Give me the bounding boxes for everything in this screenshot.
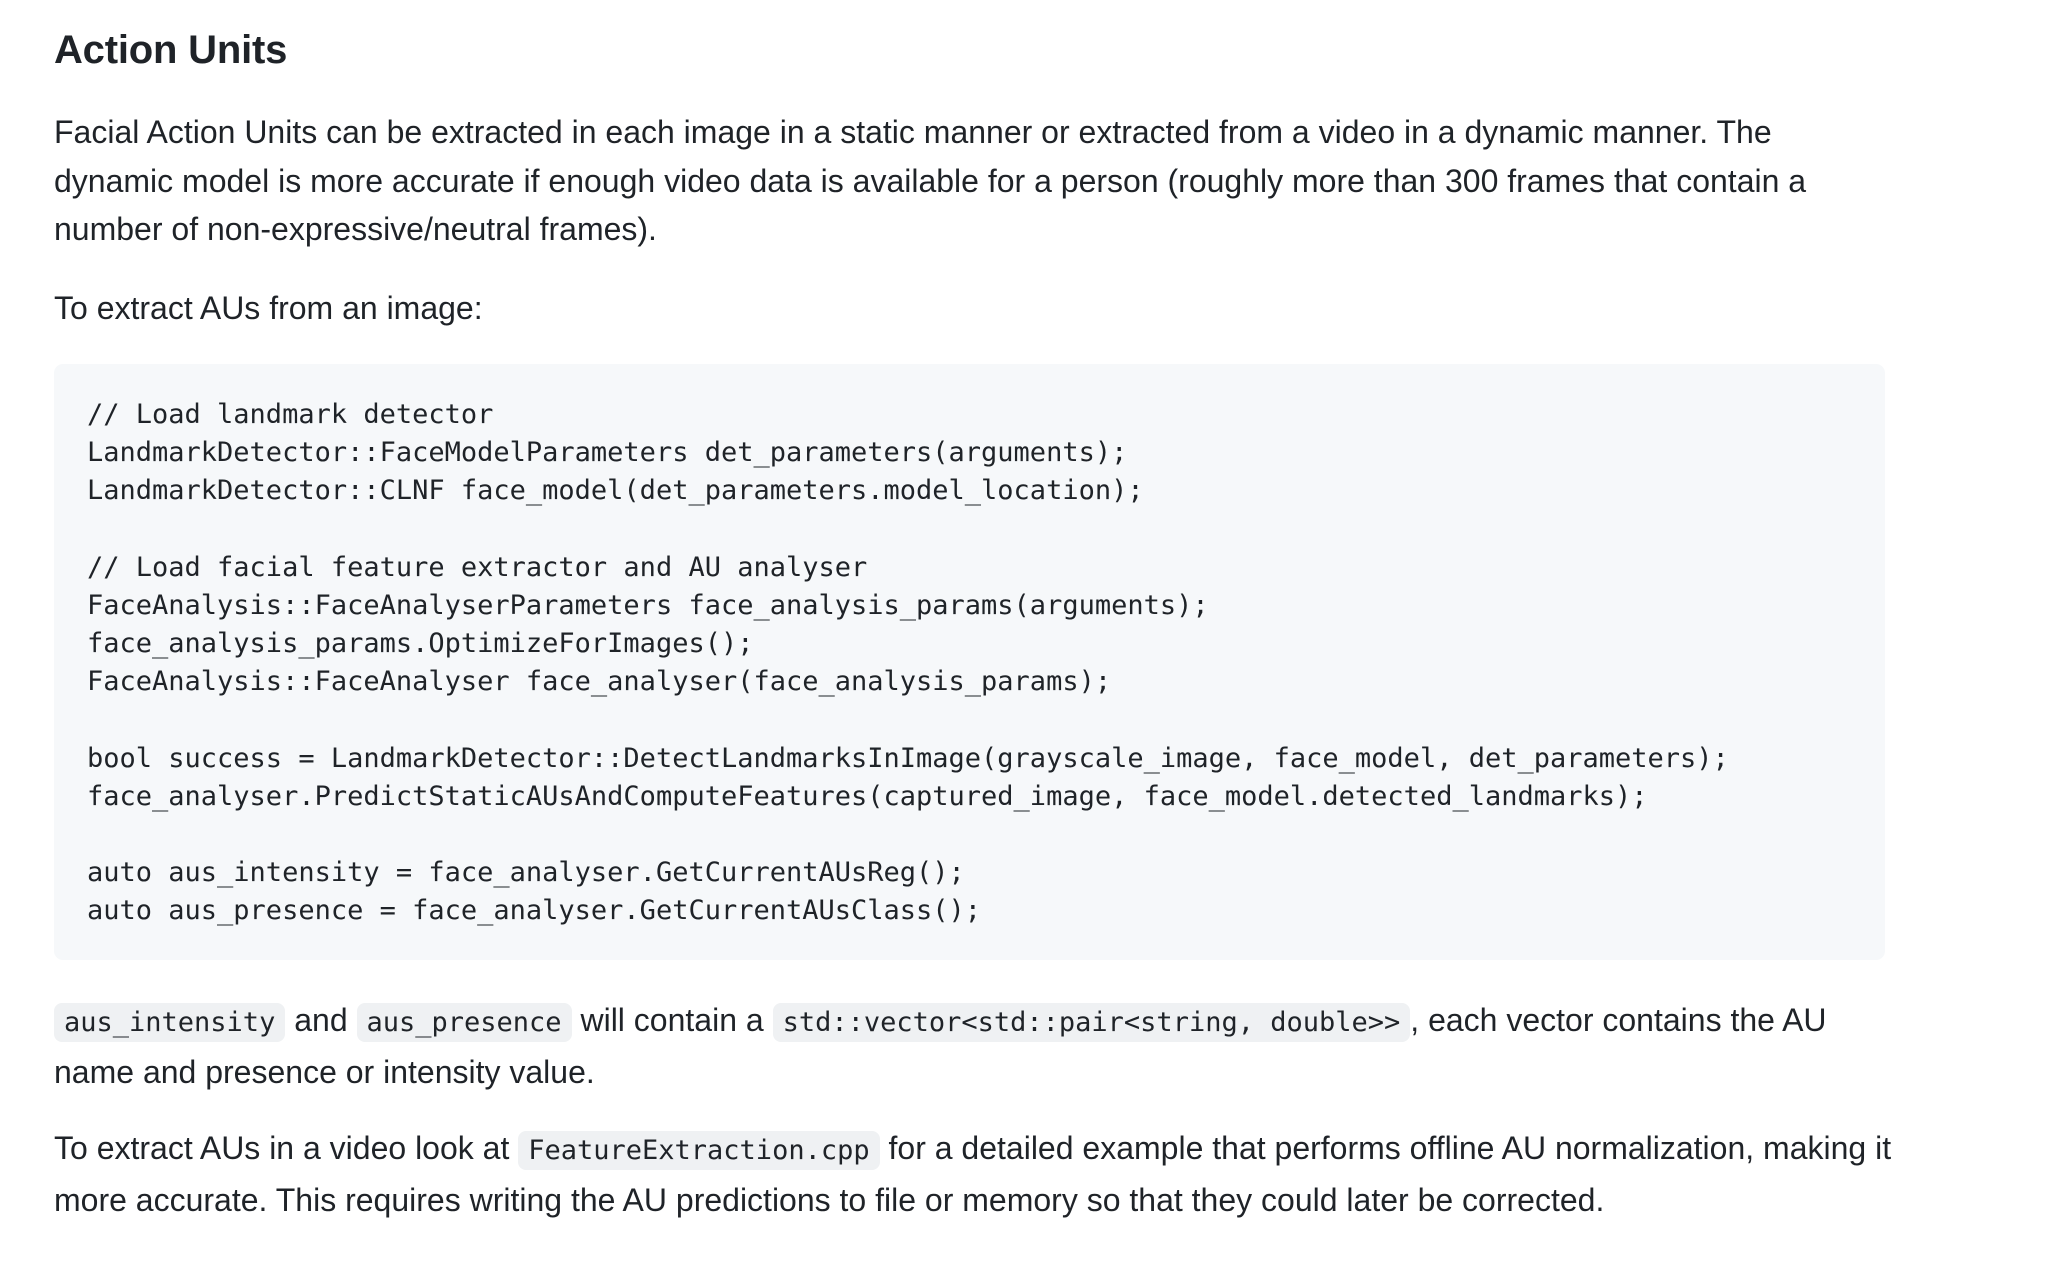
code-block: // Load landmark detector LandmarkDetect… bbox=[54, 364, 1885, 960]
code-line: FaceAnalysis::FaceAnalyser face_analyser… bbox=[87, 666, 1112, 698]
paragraph-text: will contain a bbox=[571, 1002, 773, 1038]
output-description-paragraph: aus_intensity and aus_presence will cont… bbox=[54, 996, 1894, 1096]
code-line: auto aus_intensity = face_analyser.GetCu… bbox=[87, 857, 965, 889]
code-line: FaceAnalysis::FaceAnalyserParameters fac… bbox=[87, 589, 1209, 621]
image-instructions-paragraph: To extract AUs from an image: bbox=[54, 290, 483, 326]
video-instructions-paragraph: To extract AUs in a video look at Featur… bbox=[54, 1124, 1894, 1224]
code-line: face_analysis_params.OptimizeForImages()… bbox=[87, 628, 754, 660]
paragraph-text: , each vector contains the AU name and p… bbox=[54, 1002, 1827, 1090]
code-line: LandmarkDetector::CLNF face_model(det_pa… bbox=[87, 475, 1144, 507]
paragraph-text: To extract AUs in a video look at bbox=[54, 1130, 519, 1166]
inline-code-vector-type: std::vector<std::pair<string, double>> bbox=[772, 1003, 1411, 1042]
code-line bbox=[87, 816, 1853, 854]
code-line bbox=[87, 511, 1853, 549]
inline-code-aus-presence: aus_presence bbox=[356, 1003, 572, 1042]
inline-code-feature-extraction-file: FeatureExtraction.cpp bbox=[518, 1131, 880, 1170]
code-line: // Load landmark detector bbox=[87, 399, 494, 430]
paragraph-text: for a detailed example that performs off… bbox=[54, 1130, 1892, 1218]
intro-paragraph: Facial Action Units can be extracted in … bbox=[54, 114, 1807, 247]
code-line: bool success = LandmarkDetector::DetectL… bbox=[87, 742, 1729, 774]
code-line: auto aus_presence = face_analyser.GetCur… bbox=[87, 895, 982, 927]
inline-code-aus-intensity: aus_intensity bbox=[54, 1003, 286, 1042]
code-line bbox=[87, 702, 1853, 740]
paragraph-text: and bbox=[285, 1002, 357, 1038]
code-line: // Load facial feature extractor and AU … bbox=[87, 551, 868, 583]
code-line: face_analyser.PredictStaticAUsAndCompute… bbox=[87, 780, 1648, 812]
code-line: LandmarkDetector::FaceModelParameters de… bbox=[87, 437, 1128, 469]
section-heading: Action Units bbox=[54, 28, 288, 72]
